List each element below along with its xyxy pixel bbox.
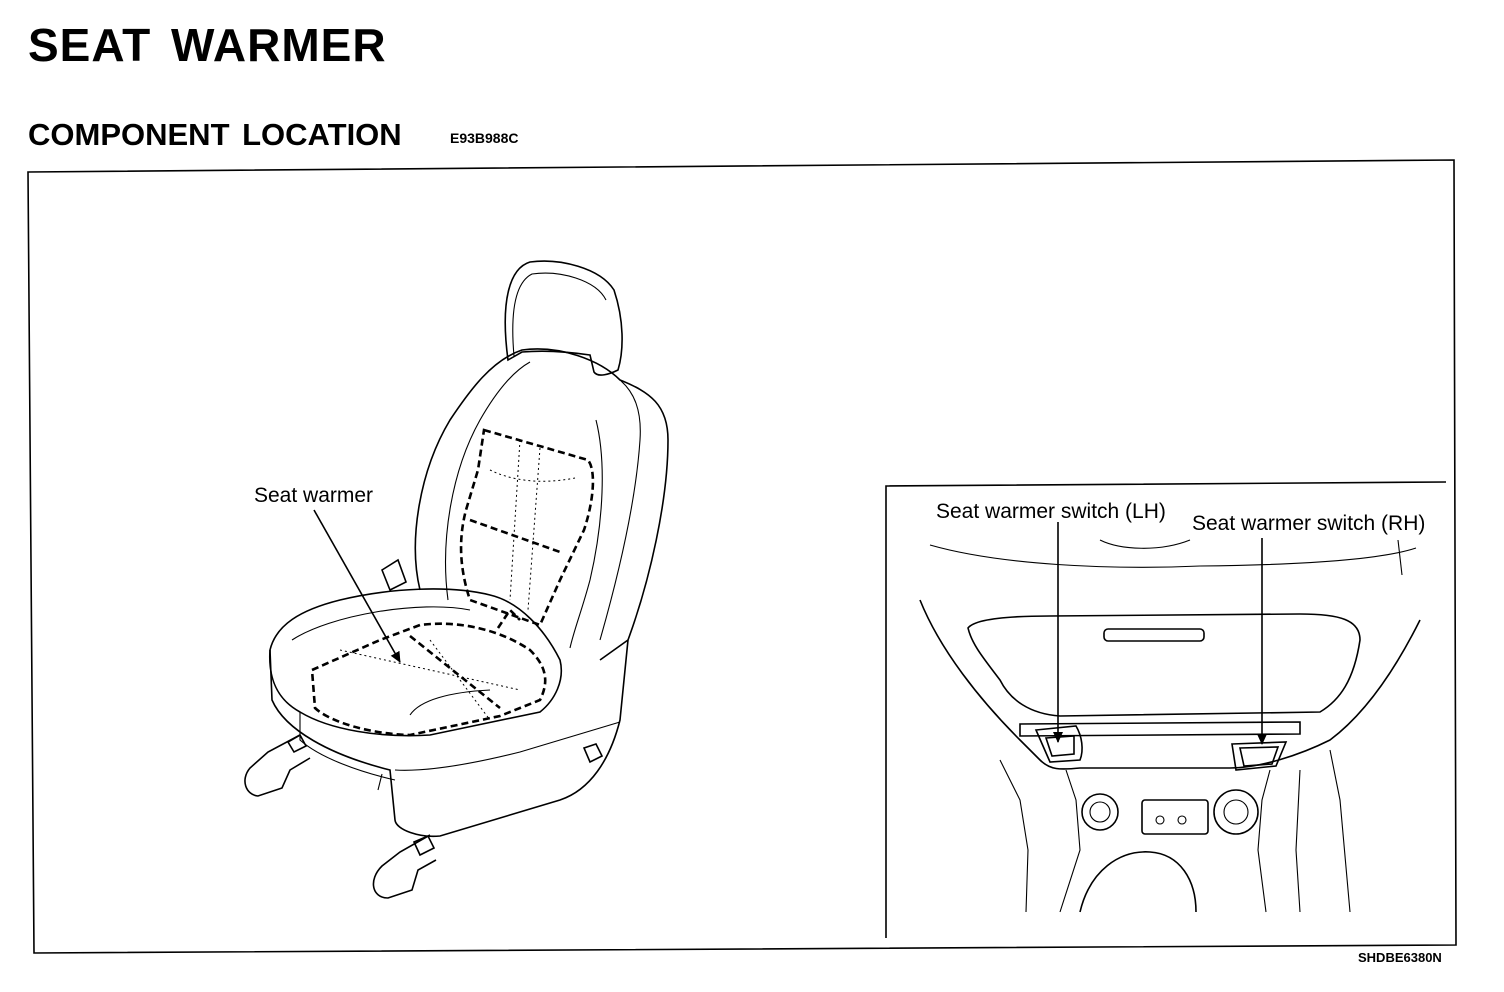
section-code: E93B988C	[450, 130, 519, 146]
figure-frame	[27, 159, 1457, 954]
inset-frame	[885, 481, 1447, 938]
switch-inset: Seat warmer switch (LH) Seat warmer swit…	[885, 481, 1447, 938]
seat-warmer-leader	[313, 509, 401, 663]
switch-rh-button	[1231, 741, 1288, 771]
figure-code: SHDBE6380N	[1358, 950, 1442, 965]
switch-lh-label: Seat warmer switch (LH)	[936, 500, 1166, 523]
seat-illustration: Seat warmer	[244, 260, 669, 899]
seat-warmer-label: Seat warmer	[254, 484, 373, 507]
section-title: COMPONENT LOCATION	[28, 117, 402, 152]
switch-rh-label: Seat warmer switch (RH)	[1192, 512, 1425, 535]
page-title: SEAT WARMER	[28, 19, 387, 71]
switch-lh-button	[1034, 725, 1083, 763]
